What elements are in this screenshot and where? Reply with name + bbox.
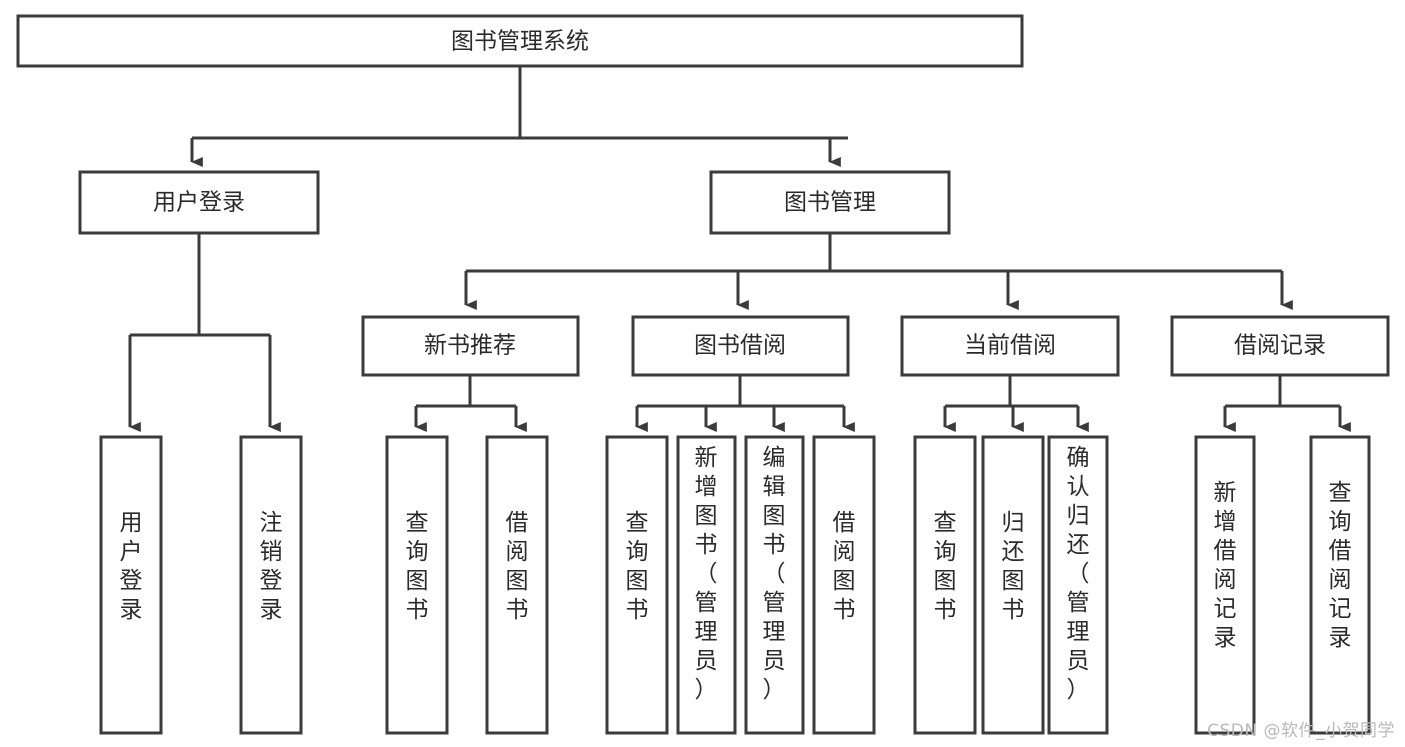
node-leaf10-box[interactable] bbox=[981, 435, 1045, 735]
node-leaf11-box[interactable] bbox=[1047, 435, 1109, 735]
node-leaf2[interactable]: 注销登录 bbox=[239, 435, 303, 735]
node-root[interactable]: 图书管理系统 bbox=[16, 14, 1024, 68]
node-leaf1[interactable]: 用户登录 bbox=[99, 435, 163, 735]
node-login-box[interactable] bbox=[78, 170, 320, 235]
node-leaf8-label: 借阅图书 bbox=[833, 510, 856, 623]
node-root-box[interactable] bbox=[16, 14, 1024, 68]
node-leaf1-box[interactable] bbox=[99, 435, 163, 735]
node-leaf12-box[interactable] bbox=[1194, 435, 1256, 735]
node-leaf10-label: 归还图书 bbox=[1002, 510, 1025, 623]
node-leaf3[interactable]: 查询图书 bbox=[385, 435, 449, 735]
edges-records-to-leaves bbox=[1223, 375, 1351, 432]
edges-login-to-leaves bbox=[128, 233, 281, 432]
node-leaf5-box[interactable] bbox=[605, 435, 669, 735]
edges-newbook-to-leaves bbox=[414, 375, 527, 432]
node-leaf13-box[interactable] bbox=[1309, 435, 1371, 735]
node-leaf11-label: 确认归还（管理员） bbox=[1067, 445, 1090, 703]
node-leaf6-box[interactable] bbox=[676, 435, 737, 735]
node-borrow[interactable]: 图书借阅 bbox=[631, 315, 850, 377]
node-borrow-box[interactable] bbox=[631, 315, 850, 377]
node-current-box[interactable] bbox=[900, 315, 1120, 377]
node-leaf6[interactable]: 新增图书（管理员） bbox=[676, 435, 737, 735]
node-leaf8[interactable]: 借阅图书 bbox=[812, 435, 876, 735]
node-leaf1-label: 用户登录 bbox=[120, 510, 143, 623]
node-newbook-label: 新书推荐 bbox=[424, 333, 516, 359]
node-newbook[interactable]: 新书推荐 bbox=[361, 315, 580, 377]
node-leaf3-box[interactable] bbox=[385, 435, 449, 735]
node-leaf10[interactable]: 归还图书 bbox=[981, 435, 1045, 735]
node-bookmgmt-box[interactable] bbox=[709, 170, 951, 235]
node-bookmgmt[interactable]: 图书管理 bbox=[709, 170, 951, 235]
node-leaf5-label: 查询图书 bbox=[626, 510, 649, 623]
node-leaf9-label: 查询图书 bbox=[934, 510, 957, 623]
node-leaf8-box[interactable] bbox=[812, 435, 876, 735]
node-leaf7-box[interactable] bbox=[744, 435, 805, 735]
node-newbook-box[interactable] bbox=[361, 315, 580, 377]
node-leaf9[interactable]: 查询图书 bbox=[913, 435, 977, 735]
node-leaf12[interactable]: 新增借阅记录 bbox=[1194, 435, 1256, 735]
edges-current-to-leaves bbox=[943, 375, 1089, 432]
node-leaf4-box[interactable] bbox=[485, 435, 549, 735]
node-records[interactable]: 借阅记录 bbox=[1170, 315, 1390, 377]
node-records-box[interactable] bbox=[1170, 315, 1390, 377]
node-login[interactable]: 用户登录 bbox=[78, 170, 320, 235]
node-leaf11[interactable]: 确认归还（管理员） bbox=[1047, 435, 1109, 735]
node-leaf9-box[interactable] bbox=[913, 435, 977, 735]
edges-bookmgmt-to-level3 bbox=[464, 233, 1293, 310]
node-leaf4[interactable]: 借阅图书 bbox=[485, 435, 549, 735]
node-leaf13[interactable]: 查询借阅记录 bbox=[1309, 435, 1371, 735]
node-current[interactable]: 当前借阅 bbox=[900, 315, 1120, 377]
node-records-label: 借阅记录 bbox=[1234, 333, 1326, 359]
node-leaf4-label: 借阅图书 bbox=[506, 510, 529, 623]
node-leaf7-label: 编辑图书（管理员） bbox=[763, 445, 786, 703]
node-leaf7[interactable]: 编辑图书（管理员） bbox=[744, 435, 805, 735]
edges-root-to-level2 bbox=[190, 66, 848, 167]
node-root-label: 图书管理系统 bbox=[451, 29, 589, 55]
node-current-label: 当前借阅 bbox=[964, 333, 1056, 359]
node-leaf3-label: 查询图书 bbox=[406, 510, 429, 623]
edges-borrow-to-leaves bbox=[635, 375, 855, 432]
node-leaf2-label: 注销登录 bbox=[260, 510, 283, 623]
node-leaf12-label: 新增借阅记录 bbox=[1214, 480, 1237, 651]
node-borrow-label: 图书借阅 bbox=[694, 333, 786, 359]
csdn-watermark: CSDN @软件_小贺同学 bbox=[1207, 721, 1395, 741]
node-bookmgmt-label: 图书管理 bbox=[784, 190, 876, 216]
node-leaf13-label: 查询借阅记录 bbox=[1329, 480, 1352, 651]
node-leaf5[interactable]: 查询图书 bbox=[605, 435, 669, 735]
node-leaf6-label: 新增图书（管理员） bbox=[695, 445, 718, 703]
node-login-label: 用户登录 bbox=[153, 190, 245, 216]
node-leaf2-box[interactable] bbox=[239, 435, 303, 735]
